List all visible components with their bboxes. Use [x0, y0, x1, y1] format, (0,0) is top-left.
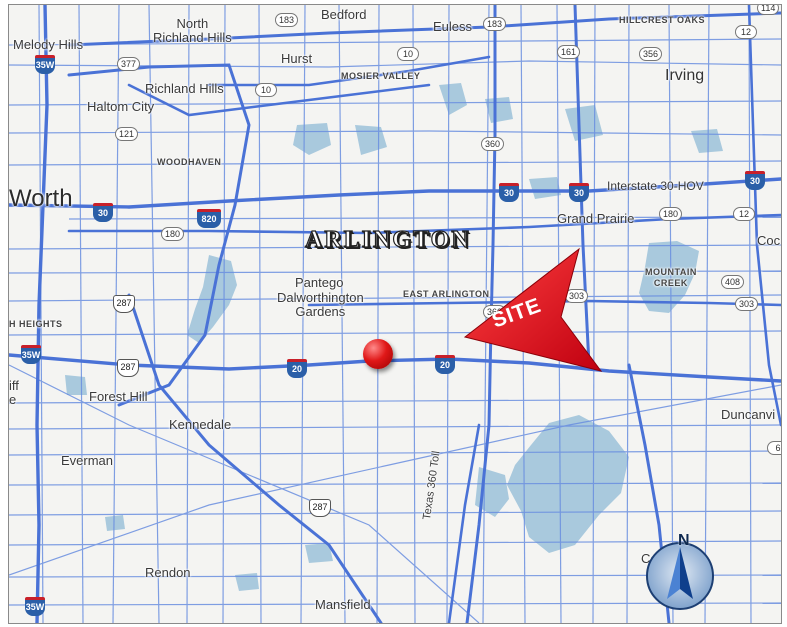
place-hurst: Hurst: [281, 51, 313, 66]
shield-408: 408: [721, 275, 745, 289]
pond-j: [235, 573, 259, 591]
road-network: [9, 5, 781, 623]
shield-10-a: 10: [397, 47, 419, 61]
pond-b: [355, 125, 387, 155]
shield-us-287-a: 287: [113, 295, 135, 313]
pond-h: [65, 375, 87, 395]
place-arlington: ARLINGTON: [304, 226, 471, 253]
shield-303-b: 303: [735, 297, 759, 311]
shield-i30-a: 30: [93, 203, 113, 222]
place-mountain-creek: MOUNTAIN CREEK: [645, 267, 697, 288]
sh-180: [67, 213, 781, 235]
sh-121: [127, 83, 431, 117]
shield-121: 121: [115, 127, 139, 141]
shield-i20-a: 20: [287, 359, 307, 378]
pond-d: [485, 97, 513, 123]
pond-k: [105, 515, 125, 531]
texas-360-toll: [447, 423, 481, 623]
place-grand-prairie: Grand Prairie: [557, 211, 635, 226]
compass-icon: [646, 542, 714, 610]
place-cockrell-partial: Coc: [757, 233, 781, 248]
site-pointer-arrow: [463, 247, 603, 372]
shield-i35w-a: 35W: [35, 55, 55, 74]
minor-roads: [9, 5, 781, 623]
shield-us-287-b: 287: [117, 359, 139, 377]
compass-north-label: N: [678, 532, 690, 549]
major-roads: [9, 5, 781, 623]
place-fort-worth: Worth: [9, 185, 73, 212]
place-pantego: Pantego: [295, 275, 344, 290]
place-duncanville: Duncanvi: [721, 407, 776, 422]
shield-180-b: 180: [659, 207, 683, 221]
place-north-richland-hills: North Richland Hills: [153, 16, 232, 45]
shield-183-b: 183: [483, 17, 507, 31]
place-east-arlington: EAST ARLINGTON: [403, 289, 490, 299]
shield-i20-b: 20: [435, 355, 455, 374]
place-kennedale: Kennedale: [169, 417, 232, 432]
place-forest-hill: Forest Hill: [89, 389, 148, 404]
place-everman: Everman: [61, 453, 114, 468]
site-location-marker[interactable]: [363, 339, 393, 369]
place-euless: Euless: [433, 19, 473, 34]
place-melody-hills: Melody Hills: [13, 37, 84, 52]
shield-183-a: 183: [275, 13, 299, 27]
us-287: [127, 293, 383, 623]
lake-mountain-creek: [639, 241, 699, 313]
place-irving: Irving: [665, 67, 705, 84]
shield-356: 356: [639, 47, 663, 61]
shield-6: 6: [767, 441, 781, 455]
shield-377: 377: [117, 57, 141, 71]
shield-us-287-c: 287: [309, 499, 331, 517]
place-left-edge-partial: iff e: [9, 378, 19, 407]
shield-180-a: 180: [161, 227, 185, 241]
place-hillcrest-oaks: HILLCREST OAKS: [619, 15, 706, 25]
shield-i30-d: 30: [745, 171, 765, 190]
place-heights: H HEIGHTS: [9, 319, 63, 329]
place-richland-hills: Richland Hills: [145, 81, 224, 96]
place-bedford: Bedford: [321, 7, 367, 22]
shield-114: 114: [757, 5, 780, 15]
shield-i30-b: 30: [499, 183, 519, 202]
pond-a: [293, 123, 331, 155]
place-rendon: Rendon: [145, 565, 191, 580]
place-haltom-city: Haltom City: [87, 99, 155, 114]
place-mosier-valley: MOSIER VALLEY: [341, 71, 421, 81]
shield-i35w-c: 35W: [25, 597, 45, 616]
label-interstate-30-hov: Interstate 30-HOV: [607, 179, 704, 193]
sh-183: [67, 11, 781, 47]
place-mansfield: Mansfield: [315, 597, 371, 612]
place-dalworthington-gardens: Dalworthington Gardens: [277, 290, 364, 319]
shield-161: 161: [557, 45, 581, 59]
place-woodhaven: WOODHAVEN: [157, 157, 222, 167]
shield-360-a: 360: [481, 137, 505, 151]
interstate-30: [9, 177, 781, 209]
shield-10-b: 10: [255, 83, 277, 97]
shield-i35w-b: 35W: [21, 345, 41, 364]
sh-12: [747, 5, 781, 427]
loop-820: [67, 63, 251, 407]
sh-303: [307, 299, 781, 307]
shield-i30-c: 30: [569, 183, 589, 202]
interstate-35w: [35, 5, 49, 623]
shield-12-b: 12: [733, 207, 755, 221]
shield-12-a: 12: [735, 25, 757, 39]
pond-e: [565, 105, 603, 141]
shield-i820: 820: [197, 209, 221, 228]
pond-f: [691, 129, 723, 153]
pond-g: [529, 177, 561, 199]
interstate-20: [9, 353, 781, 383]
pond-c: [439, 83, 467, 115]
water-bodies: [65, 83, 723, 591]
pond-i: [305, 543, 333, 563]
map-viewport[interactable]: Melody Hills North Richland Hills Hurst …: [8, 4, 782, 624]
